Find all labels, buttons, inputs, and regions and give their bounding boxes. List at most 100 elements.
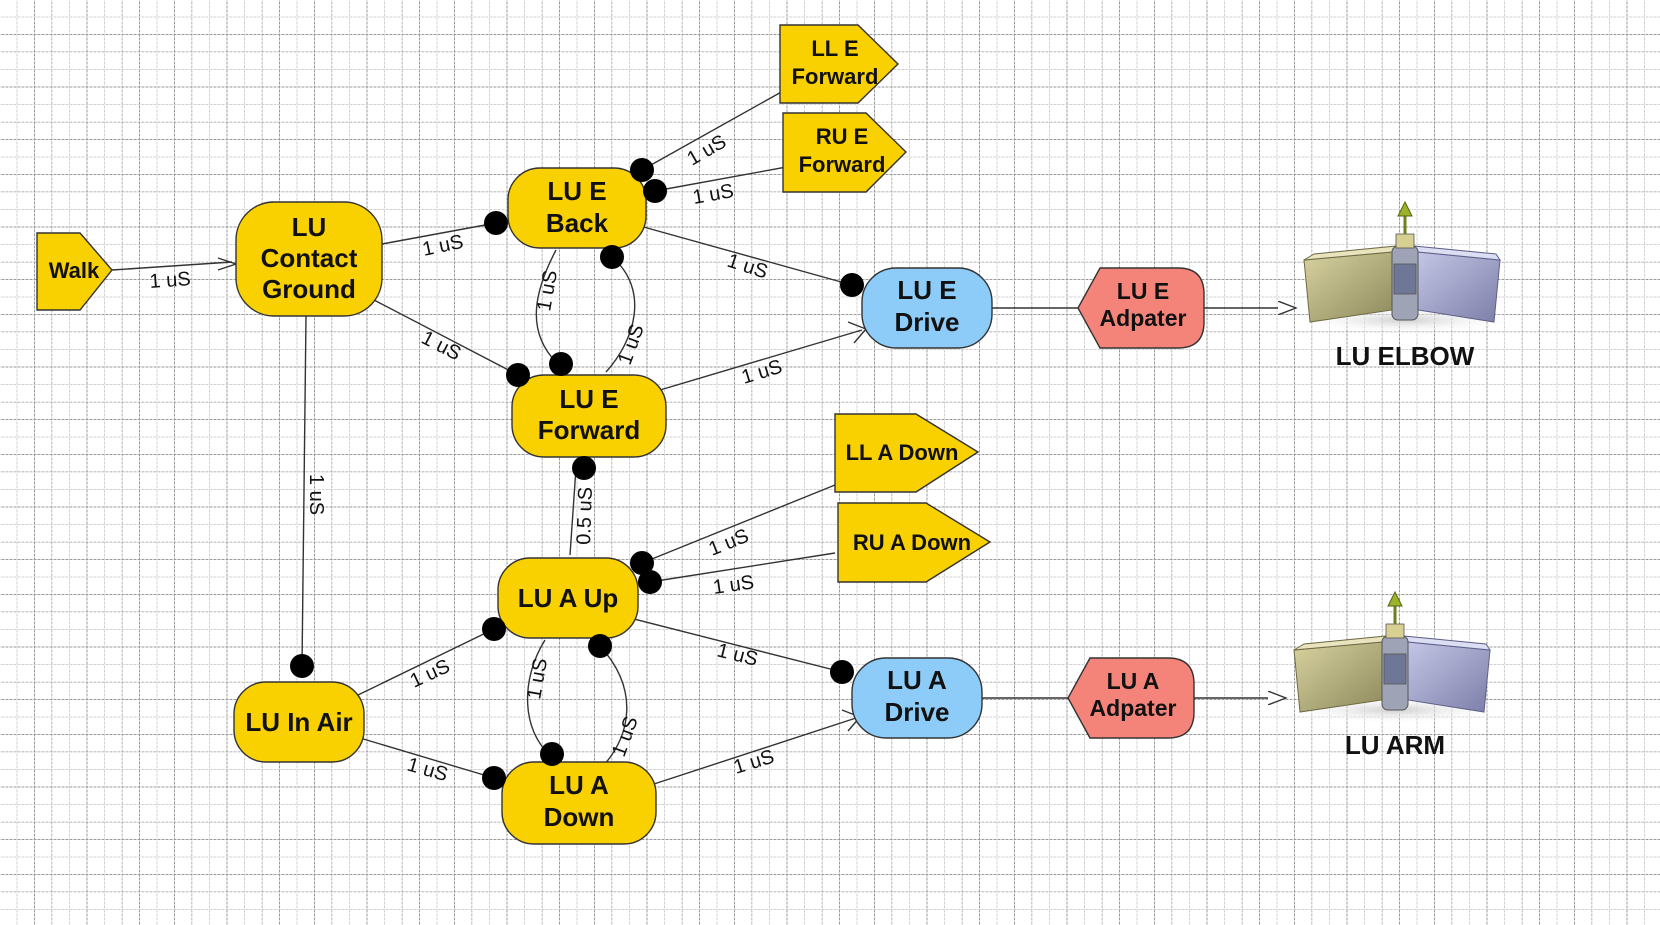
e-drive-label-line2: Drive [894,307,959,337]
e-back-label-line2: Back [546,208,609,238]
lu-elbow-caption: LU ELBOW [1336,341,1475,371]
contact-ground-label-line2: Contact [261,243,358,273]
edge-walk-contact [111,261,233,271]
label-aup-drive: 1 uS [715,640,760,671]
label-eback-drive: 1 uS [724,250,770,284]
walk-port[interactable] [36,232,113,311]
lu-a-adapter-node[interactable] [1067,657,1195,739]
hinge-joint-elbow: LU ELBOW [1290,200,1520,371]
label-eforward-eback: 1 uS [614,322,649,368]
dot [630,158,654,182]
dot [638,570,662,594]
edge-eforward-eback [605,256,636,373]
ll-e-forward-label-line2: Forward [792,64,879,89]
e-drive-label-line1: LU E [897,275,956,305]
a-up-label: LU A Up [518,583,619,613]
lu-a-down-node[interactable] [501,761,657,845]
state-nodes [233,167,667,845]
edge-eback-drive [639,225,853,286]
ru-a-down-port[interactable] [837,502,992,583]
edge-contact-eforward [373,299,519,376]
lu-e-back-node[interactable] [507,167,647,249]
hinge-joint-arm: LU ARM [1280,590,1510,760]
dot [482,766,506,790]
label-eforward-drive: 1 uS [739,356,785,389]
ru-a-down-label: RU A Down [853,530,971,555]
dot [588,634,612,658]
label-eback-ll: 1 uS [684,131,731,171]
ll-e-forward-port[interactable] [779,24,900,104]
label-aup-ru: 1 uS [712,571,756,599]
label-aup-ll: 1 uS [706,525,752,561]
edge-contact-eback [381,222,497,245]
lu-in-air-node[interactable] [233,681,365,763]
edge-adown-drive [653,717,857,785]
e-forward-label-line1: LU E [559,384,618,414]
edge-walk-contact-head [217,257,239,271]
edge-eback-ll [641,85,793,171]
lu-e-forward-node[interactable] [511,374,667,458]
ru-e-forward-port[interactable] [782,112,907,193]
dot [830,660,854,684]
e-forward-label-line2: Forward [538,415,641,445]
dot [600,245,624,269]
label-inair-adown: 1 uS [405,754,451,786]
port-shapes [36,24,992,583]
lu-arm-caption: LU ARM [1345,730,1445,760]
dot [506,363,530,387]
dot [643,179,667,203]
label-contact-eforward: 1 uS [418,327,465,365]
edge-adown-aup [599,645,628,766]
lu-a-up-node[interactable] [497,557,639,639]
edge-aup-ru [649,552,836,583]
label-adown-drive: 1 uS [731,746,777,779]
lu-a-drive-node[interactable] [851,657,983,739]
ru-e-forward-label-line1: RU E [816,124,869,149]
label-eback-ru: 1 uS [691,180,735,209]
label-adown-aup: 1 uS [608,714,643,760]
e-adapter-label-line2: Adpater [1100,305,1187,331]
lu-contact-ground-node[interactable] [235,201,383,317]
ll-a-down-port[interactable] [834,413,980,493]
edge-inair-aup [357,628,495,696]
dot [484,211,508,235]
a-adapter-label-line2: Adpater [1090,695,1177,721]
edge-aup-adown [526,639,551,756]
edge-eforward-drive [659,329,863,391]
edge-inair-adown [359,737,495,779]
a-drive-label-line2: Drive [884,697,949,727]
a-adapter-label-line1: LU A [1107,668,1160,694]
adapter-nodes [1067,267,1205,739]
edge-contact-inair [301,315,307,667]
dot [482,617,506,641]
walk-label: Walk [49,258,100,283]
label-eforward-aup: 0.5 uS [573,487,597,546]
label-walk-contact: 1 uS [149,268,192,293]
in-air-label: LU In Air [245,707,352,737]
label-aup-adown: 1 uS [523,657,552,701]
hinge-joint-icon [1280,590,1510,724]
contact-ground-label-line3: Ground [262,274,356,304]
dot [540,742,564,766]
drive-nodes [851,267,993,739]
a-down-label-line2: Down [544,802,615,832]
label-eback-eforward: 1 uS [533,269,562,313]
dot [840,273,864,297]
edge-eback-ru [654,165,793,192]
dot [630,551,654,575]
dot [572,456,596,480]
ll-a-down-label: LL A Down [846,440,959,465]
lu-e-drive-node[interactable] [861,267,993,349]
node-labels: Walk LU Contact Ground LU E Back LU E Fo… [49,36,1187,832]
lu-e-adapter-node[interactable] [1077,267,1205,349]
edge-aup-drive [629,617,843,673]
dot [549,352,573,376]
connector-dots [290,158,864,790]
edge-eforward-aup [569,467,577,556]
ll-e-forward-label-line1: LL E [811,36,858,61]
contact-ground-label-line1: LU [292,212,327,242]
label-contact-inair: 1 uS [305,474,327,515]
dot [290,654,314,678]
edge-eback-eforward [535,249,557,363]
